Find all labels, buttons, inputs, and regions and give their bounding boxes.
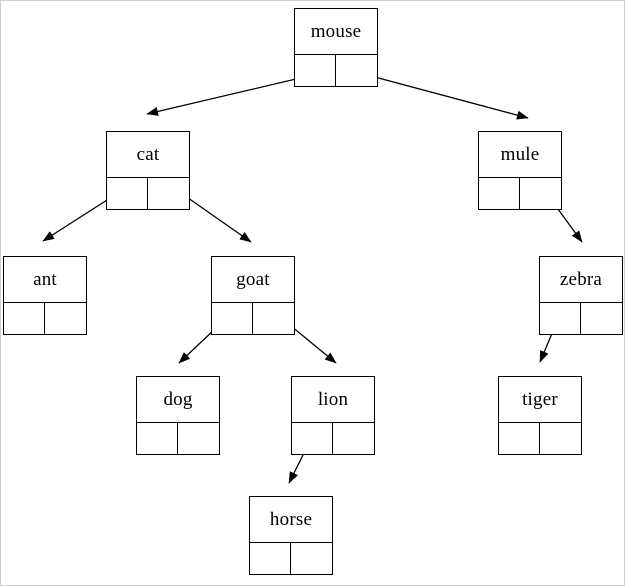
tree-node-right-pointer-mouse[interactable] xyxy=(336,55,377,86)
tree-node-goat[interactable]: goat xyxy=(211,256,295,335)
tree-node-left-pointer-mouse[interactable] xyxy=(295,55,336,86)
tree-node-pointers-goat xyxy=(212,303,294,334)
tree-node-label-mule: mule xyxy=(479,132,561,178)
tree-node-right-pointer-ant[interactable] xyxy=(45,303,86,334)
tree-node-pointers-horse xyxy=(250,543,332,574)
tree-edge-mouse-left-to-cat xyxy=(146,74,314,116)
tree-node-pointers-lion xyxy=(292,423,374,454)
tree-node-ant[interactable]: ant xyxy=(3,256,87,335)
tree-node-left-pointer-ant[interactable] xyxy=(4,303,45,334)
tree-node-left-pointer-zebra[interactable] xyxy=(540,303,581,334)
tree-node-right-pointer-zebra[interactable] xyxy=(581,303,622,334)
tree-node-right-pointer-lion[interactable] xyxy=(333,423,374,454)
tree-node-right-pointer-goat[interactable] xyxy=(253,303,294,334)
tree-node-label-tiger: tiger xyxy=(499,377,581,423)
tree-node-pointers-ant xyxy=(4,303,86,334)
tree-node-right-pointer-horse[interactable] xyxy=(291,543,332,574)
tree-node-right-pointer-mule[interactable] xyxy=(520,178,561,209)
tree-node-cat[interactable]: cat xyxy=(106,131,190,210)
tree-node-left-pointer-lion[interactable] xyxy=(292,423,333,454)
tree-node-right-pointer-dog[interactable] xyxy=(178,423,219,454)
tree-node-pointers-mouse xyxy=(295,55,377,86)
tree-node-pointers-mule xyxy=(479,178,561,209)
tree-node-label-ant: ant xyxy=(4,257,86,303)
tree-node-label-cat: cat xyxy=(107,132,189,178)
tree-node-right-pointer-tiger[interactable] xyxy=(540,423,581,454)
tree-node-pointers-dog xyxy=(137,423,219,454)
tree-node-label-zebra: zebra xyxy=(540,257,622,303)
tree-node-horse[interactable]: horse xyxy=(249,496,333,575)
tree-node-label-dog: dog xyxy=(137,377,219,423)
tree-node-lion[interactable]: lion xyxy=(291,376,375,455)
tree-node-left-pointer-horse[interactable] xyxy=(250,543,291,574)
tree-node-mule[interactable]: mule xyxy=(478,131,562,210)
tree-node-label-mouse: mouse xyxy=(295,9,377,55)
tree-edge-mouse-right-to-mule xyxy=(355,71,529,120)
tree-node-left-pointer-dog[interactable] xyxy=(137,423,178,454)
tree-node-tiger[interactable]: tiger xyxy=(498,376,582,455)
tree-node-zebra[interactable]: zebra xyxy=(539,256,623,335)
tree-node-pointers-cat xyxy=(107,178,189,209)
tree-node-label-goat: goat xyxy=(212,257,294,303)
tree-node-left-pointer-mule[interactable] xyxy=(479,178,520,209)
tree-node-left-pointer-goat[interactable] xyxy=(212,303,253,334)
tree-node-label-lion: lion xyxy=(292,377,374,423)
tree-node-right-pointer-cat[interactable] xyxy=(148,178,189,209)
tree-node-label-horse: horse xyxy=(250,497,332,543)
tree-node-pointers-tiger xyxy=(499,423,581,454)
tree-node-pointers-zebra xyxy=(540,303,622,334)
tree-node-left-pointer-tiger[interactable] xyxy=(499,423,540,454)
tree-node-dog[interactable]: dog xyxy=(136,376,220,455)
tree-node-left-pointer-cat[interactable] xyxy=(107,178,148,209)
tree-node-mouse[interactable]: mouse xyxy=(294,8,378,87)
